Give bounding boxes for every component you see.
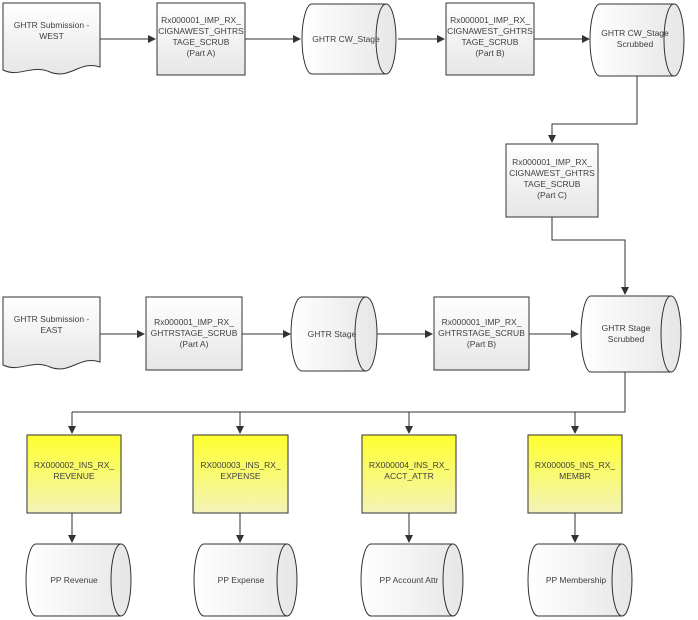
connector-west-c-to-stage-scrub — [551, 217, 629, 295]
store-ghtr-stage-shape — [290, 296, 378, 372]
store-pp-member-shape — [527, 543, 633, 617]
process-west-b-shape — [445, 2, 535, 76]
process-rx2-shape — [26, 434, 122, 514]
store-pp-acct-shape — [360, 543, 464, 617]
connectors — [68, 35, 638, 543]
process-east-b-shape — [433, 296, 530, 371]
connector-cw-scrub-to-west-c — [548, 76, 638, 143]
process-rx5-shape — [527, 434, 623, 514]
store-cw-stage-shape — [301, 3, 397, 75]
process-rx4-shape — [361, 434, 457, 514]
store-pp-expense-shape — [193, 543, 298, 617]
process-west-c-shape — [505, 143, 599, 218]
process-rx3-shape — [192, 434, 289, 514]
process-east-a-shape — [145, 296, 243, 371]
store-pp-revenue-shape — [25, 543, 132, 617]
store-stage-scrub-shape — [580, 295, 682, 373]
connector-stage-scrub-bus — [72, 372, 626, 413]
doc-east-shape — [2, 296, 101, 370]
process-west-a-shape — [156, 2, 246, 76]
doc-west-shape — [2, 2, 101, 75]
store-cw-scrub-shape — [589, 3, 685, 77]
